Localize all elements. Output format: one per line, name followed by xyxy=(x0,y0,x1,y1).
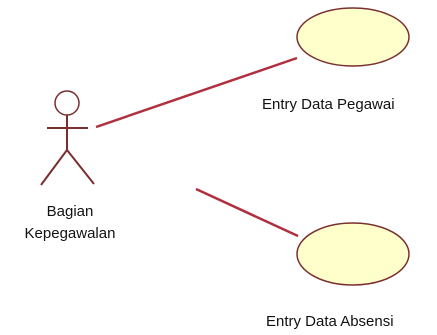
actor-left-leg xyxy=(40,149,68,186)
association-line-pegawai[interactable] xyxy=(95,56,298,129)
actor-right-leg xyxy=(66,149,95,185)
use-case-label-absensi: Entry Data Absensi xyxy=(266,313,394,330)
use-case-label-pegawai: Entry Data Pegawai xyxy=(262,96,395,113)
association-line-absensi[interactable] xyxy=(195,187,299,238)
actor-icon[interactable] xyxy=(40,90,95,186)
actor-name-line2: Kepegawalan xyxy=(24,225,116,242)
use-case-ellipse-pegawai[interactable] xyxy=(296,7,410,67)
actor-name-line1: Bagian xyxy=(46,203,94,220)
actor-head xyxy=(54,90,80,116)
use-case-ellipse-absensi[interactable] xyxy=(296,222,410,286)
